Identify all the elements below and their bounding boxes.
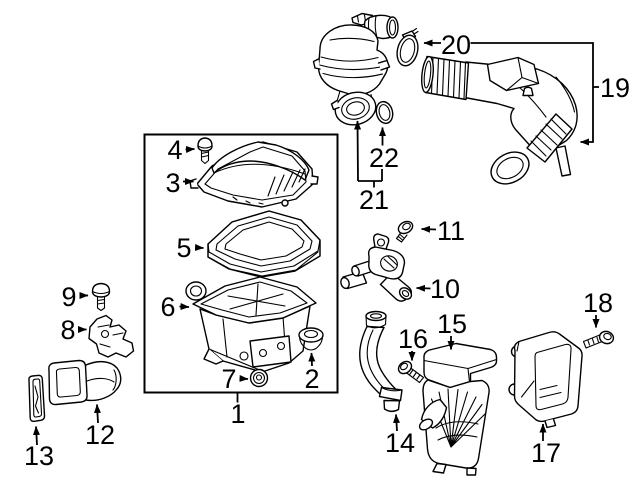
callout-3: 3 bbox=[165, 168, 194, 198]
callout-3-label: 3 bbox=[165, 168, 180, 198]
callout-1: 1 bbox=[230, 393, 246, 429]
callout-8-label: 8 bbox=[60, 315, 75, 345]
callout-7-arrow bbox=[239, 374, 249, 382]
callout-9-label: 9 bbox=[61, 282, 76, 312]
callout-5-arrow bbox=[194, 243, 204, 251]
callout-22: 22 bbox=[369, 127, 399, 173]
callout-6: 6 bbox=[160, 292, 190, 322]
callout-21-label: 21 bbox=[359, 185, 389, 215]
part-5-filter-element bbox=[207, 210, 321, 278]
callout-2: 2 bbox=[304, 352, 320, 394]
callout-18: 18 bbox=[583, 288, 613, 328]
callout-6-label: 6 bbox=[160, 292, 175, 322]
callout-16-label: 16 bbox=[398, 324, 428, 354]
callout-2-arrow bbox=[308, 352, 316, 367]
callout-18-label: 18 bbox=[583, 288, 613, 318]
callout-9: 9 bbox=[61, 282, 89, 312]
part-12-intake-duct bbox=[48, 359, 122, 406]
part-10-sensor-bracket bbox=[340, 233, 413, 302]
part-15-resonator bbox=[418, 342, 498, 476]
callout-5-label: 5 bbox=[176, 233, 191, 263]
callout-17-label: 17 bbox=[531, 438, 561, 468]
callouts: 1 2 3 4 5 6 7 8 bbox=[24, 30, 630, 471]
callout-14: 14 bbox=[385, 414, 415, 458]
part-20-clamp bbox=[396, 27, 419, 67]
callout-13-arrow bbox=[32, 426, 40, 446]
callout-6-arrow bbox=[179, 303, 190, 311]
part-11-bolt bbox=[395, 220, 414, 243]
part-8-bracket bbox=[88, 314, 135, 358]
part-22-o-ring bbox=[375, 100, 394, 125]
callout-7: 7 bbox=[221, 364, 249, 394]
part-21-air-flow-assembly bbox=[312, 12, 399, 126]
part-6-lower-housing bbox=[185, 276, 317, 373]
callout-15-label: 15 bbox=[437, 309, 467, 339]
callout-20: 20 bbox=[423, 30, 471, 60]
callout-12-label: 12 bbox=[85, 420, 115, 450]
part-14-hose bbox=[359, 310, 403, 413]
part-4-screw bbox=[197, 137, 213, 165]
callout-15: 15 bbox=[437, 309, 467, 350]
callout-17: 17 bbox=[531, 423, 561, 468]
callout-20-label: 20 bbox=[441, 30, 471, 60]
callout-1-label: 1 bbox=[230, 399, 245, 429]
callout-4-label: 4 bbox=[167, 135, 182, 165]
callout-2-label: 2 bbox=[304, 364, 319, 394]
part-13-seal bbox=[28, 374, 46, 423]
callout-16: 16 bbox=[398, 324, 428, 361]
callout-12: 12 bbox=[85, 404, 115, 450]
callout-11-label: 11 bbox=[437, 216, 465, 246]
callout-21-arrow bbox=[354, 120, 362, 182]
callout-8: 8 bbox=[60, 315, 87, 345]
callout-21: 21 bbox=[354, 120, 389, 215]
callout-4-arrow bbox=[185, 145, 195, 153]
part-18-bolt bbox=[582, 330, 615, 349]
callout-10-label: 10 bbox=[430, 274, 460, 304]
callout-4: 4 bbox=[167, 135, 195, 165]
part-7-grommet bbox=[249, 368, 269, 388]
part-2-insulator bbox=[298, 327, 324, 351]
part-3-air-cleaner-cover bbox=[189, 141, 319, 208]
callout-19-bracket bbox=[470, 42, 594, 146]
part-17-cover bbox=[508, 331, 583, 429]
assembly-boundary-box bbox=[143, 133, 339, 394]
part-16-bolt bbox=[397, 360, 425, 384]
callout-22-label: 22 bbox=[369, 143, 399, 173]
callout-14-label: 14 bbox=[385, 428, 415, 458]
callout-12-arrow bbox=[93, 404, 101, 424]
part-19-intake-hose bbox=[421, 55, 578, 185]
callout-19: 19 bbox=[470, 42, 630, 146]
callout-19-label: 19 bbox=[600, 73, 630, 103]
callout-10-arrow bbox=[416, 284, 431, 292]
callout-13-label: 13 bbox=[24, 441, 54, 471]
callout-10: 10 bbox=[416, 274, 460, 304]
callout-13: 13 bbox=[24, 426, 54, 471]
callout-14-arrow bbox=[393, 414, 401, 432]
callout-7-label: 7 bbox=[221, 364, 236, 394]
callout-21-bracket bbox=[358, 169, 383, 188]
callout-11-arrow bbox=[421, 225, 437, 233]
callout-11: 11 bbox=[421, 216, 465, 246]
callout-5: 5 bbox=[176, 233, 204, 263]
part-9-screw bbox=[91, 282, 111, 312]
